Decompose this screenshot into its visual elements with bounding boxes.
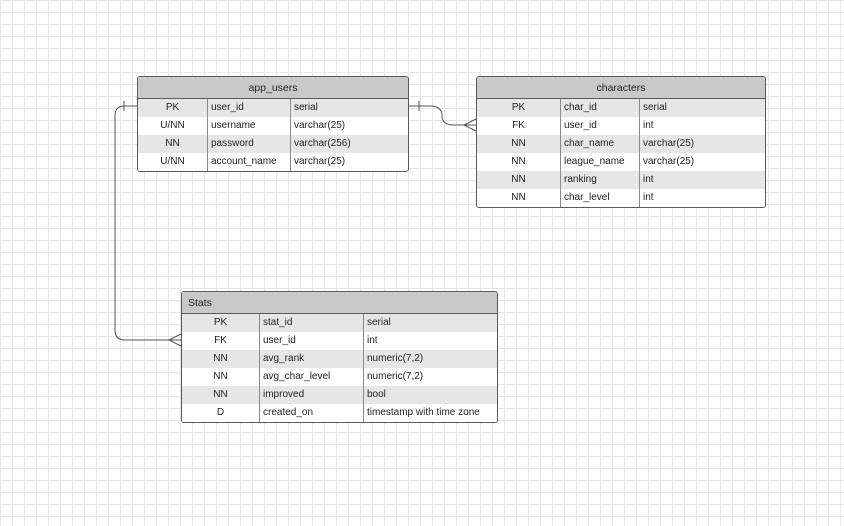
entity-rows: PK user_id serial U/NN username varchar(… [138,99,408,171]
key-cell: U/NN [138,153,208,171]
column-name-cell: avg_char_level [260,368,364,386]
column-name-cell: created_on [260,404,364,422]
table-row[interactable]: D created_on timestamp with time zone [182,404,497,422]
table-row[interactable]: U/NN account_name varchar(25) [138,153,408,171]
crowfoot-stats-b [168,339,182,347]
table-row[interactable]: NN char_level int [477,189,765,207]
column-type-cell: numeric(7,2) [367,353,424,364]
entity-stats[interactable]: Stats PK stat_id serial FK user_id int N… [181,291,498,423]
table-row[interactable]: PK char_id serial [477,99,765,117]
table-row[interactable]: NN password varchar(256) [138,135,408,153]
column-type-cell: int [367,335,378,346]
entity-characters[interactable]: characters PK char_id serial FK user_id … [476,76,766,208]
key-cell: FK [182,332,260,350]
column-name-cell: user_id [561,117,640,135]
column-name-cell: username [208,117,291,135]
column-name-cell: password [208,135,291,153]
key-cell: NN [182,350,260,368]
column-name-cell: stat_id [260,314,364,332]
column-type-cell: numeric(7,2) [367,371,424,382]
entity-app-users[interactable]: app_users PK user_id serial U/NN usernam… [137,76,409,172]
column-type-cell: timestamp with time zone [367,407,480,418]
crowfoot-stats-a [168,333,182,341]
column-type-cell: serial [643,102,667,113]
key-cell: U/NN [138,117,208,135]
crowfoot-characters-b [463,124,477,132]
column-name-cell: char_name [561,135,640,153]
key-cell: NN [182,368,260,386]
key-cell: NN [138,135,208,153]
column-type-cell: bool [367,389,386,400]
column-type-cell: varchar(25) [294,120,346,131]
column-name-cell: avg_rank [260,350,364,368]
table-row[interactable]: PK stat_id serial [182,314,497,332]
key-cell: PK [182,314,260,332]
table-row[interactable]: NN avg_rank numeric(7,2) [182,350,497,368]
key-cell: NN [477,171,561,189]
entity-title: app_users [138,77,408,99]
table-row[interactable]: NN char_name varchar(25) [477,135,765,153]
key-cell: PK [138,99,208,117]
entity-title: Stats [182,292,497,314]
column-name-cell: char_id [561,99,640,117]
column-type-cell: int [643,174,654,185]
column-type-cell: varchar(256) [294,138,351,149]
column-name-cell: improved [260,386,364,404]
key-cell: D [182,404,260,422]
table-row[interactable]: NN improved bool [182,386,497,404]
column-type-cell: serial [294,102,318,113]
column-type-cell: varchar(25) [643,156,695,167]
table-row[interactable]: NN ranking int [477,171,765,189]
table-row[interactable]: PK user_id serial [138,99,408,117]
column-type-cell: int [643,192,654,203]
column-type-cell: varchar(25) [643,138,695,149]
table-row[interactable]: FK user_id int [182,332,497,350]
column-type-cell: int [643,120,654,131]
column-name-cell: ranking [561,171,640,189]
key-cell: NN [477,189,561,207]
column-name-cell: char_level [561,189,640,207]
column-name-cell: league_name [561,153,640,171]
connector-app-users-to-characters [409,105,476,126]
key-cell: PK [477,99,561,117]
table-row[interactable]: NN league_name varchar(25) [477,153,765,171]
entity-title: characters [477,77,765,99]
entity-rows: PK stat_id serial FK user_id int NN avg_… [182,314,497,422]
key-cell: NN [477,153,561,171]
key-cell: NN [182,386,260,404]
table-row[interactable]: NN avg_char_level numeric(7,2) [182,368,497,386]
crowfoot-characters-a [463,118,477,126]
column-name-cell: account_name [208,153,291,171]
table-row[interactable]: FK user_id int [477,117,765,135]
column-name-cell: user_id [260,332,364,350]
key-cell: FK [477,117,561,135]
column-name-cell: user_id [208,99,291,117]
column-type-cell: varchar(25) [294,156,346,167]
key-cell: NN [477,135,561,153]
table-row[interactable]: U/NN username varchar(25) [138,117,408,135]
entity-rows: PK char_id serial FK user_id int NN char… [477,99,765,207]
column-type-cell: serial [367,317,391,328]
